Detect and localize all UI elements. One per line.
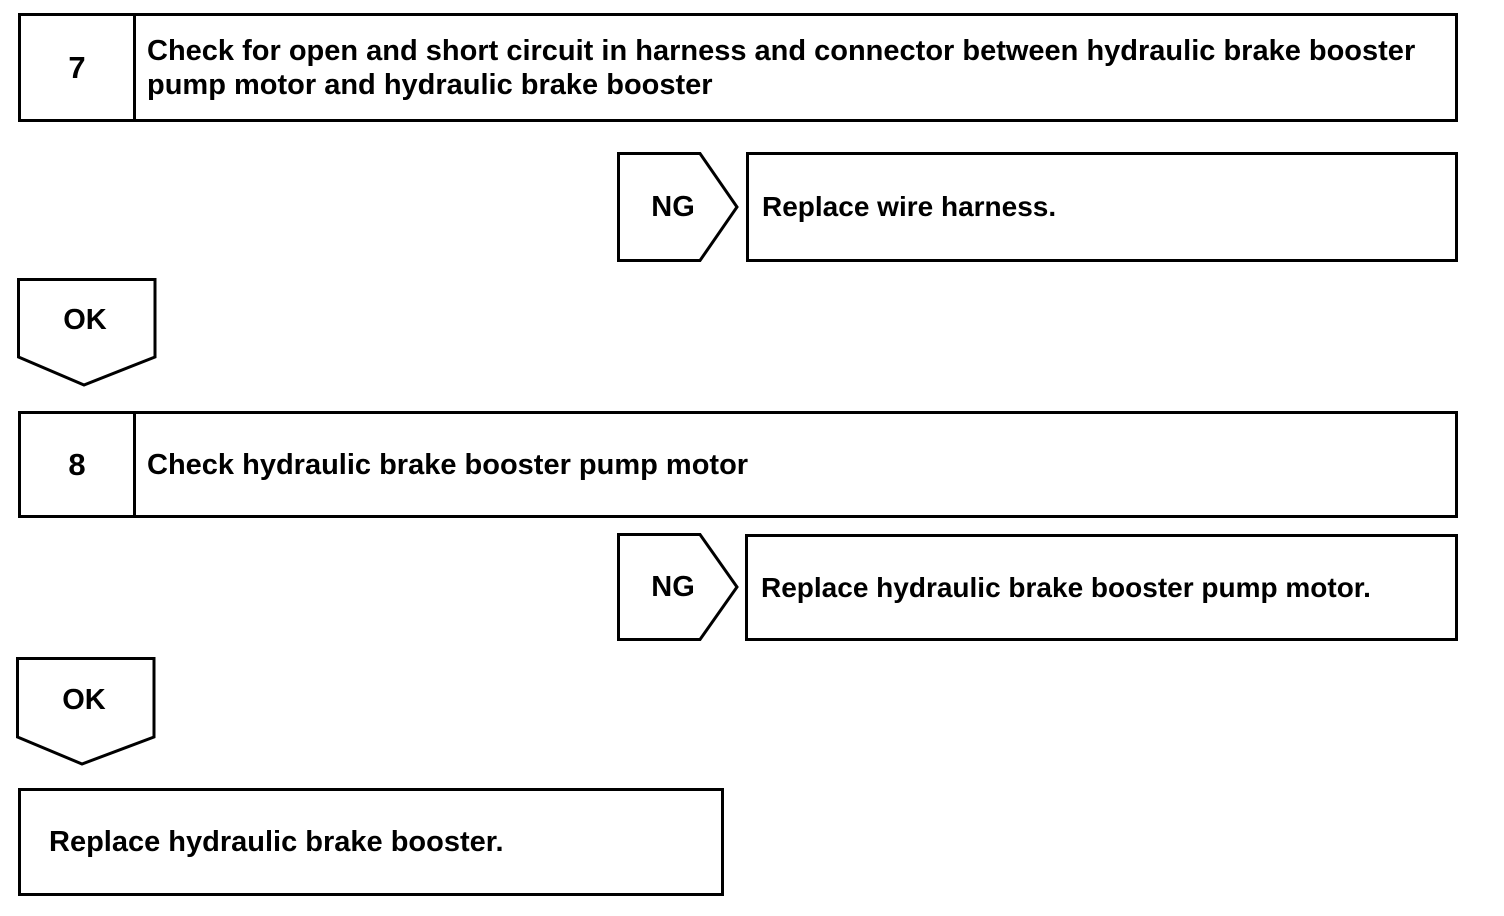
step-8-ng-action-box: Replace hydraulic brake booster pump mot… xyxy=(745,534,1458,641)
step-8-ok-arrow xyxy=(16,657,156,766)
final-action-box: Replace hydraulic brake booster. xyxy=(18,788,724,896)
step-7-ng-arrow xyxy=(617,152,739,262)
step-8-ng-arrow xyxy=(617,533,739,641)
final-action: Replace hydraulic brake booster. xyxy=(49,825,504,858)
step-8-ng-label: NG xyxy=(651,570,695,603)
step-8-ok-label: OK xyxy=(62,683,106,716)
step-8-number: 8 xyxy=(21,414,136,515)
step-8-ng-action: Replace hydraulic brake booster pump mot… xyxy=(761,571,1371,603)
step-8-title: Check hydraulic brake booster pump motor xyxy=(147,448,749,481)
step-7-box: 7 Check for open and short circuit in ha… xyxy=(18,13,1458,122)
step-7-title: Check for open and short circuit in harn… xyxy=(147,34,1416,101)
step-7-ok-label: OK xyxy=(63,303,107,336)
step-8-box: 8 Check hydraulic brake booster pump mot… xyxy=(18,411,1458,518)
step-7-ng-label: NG xyxy=(651,190,695,223)
step-7-ng-action: Replace wire harness. xyxy=(762,191,1057,222)
step-7-ng-action-box: Replace wire harness. xyxy=(746,152,1458,262)
step-7-ok-arrow xyxy=(17,278,157,387)
step-7-number: 7 xyxy=(21,16,136,119)
